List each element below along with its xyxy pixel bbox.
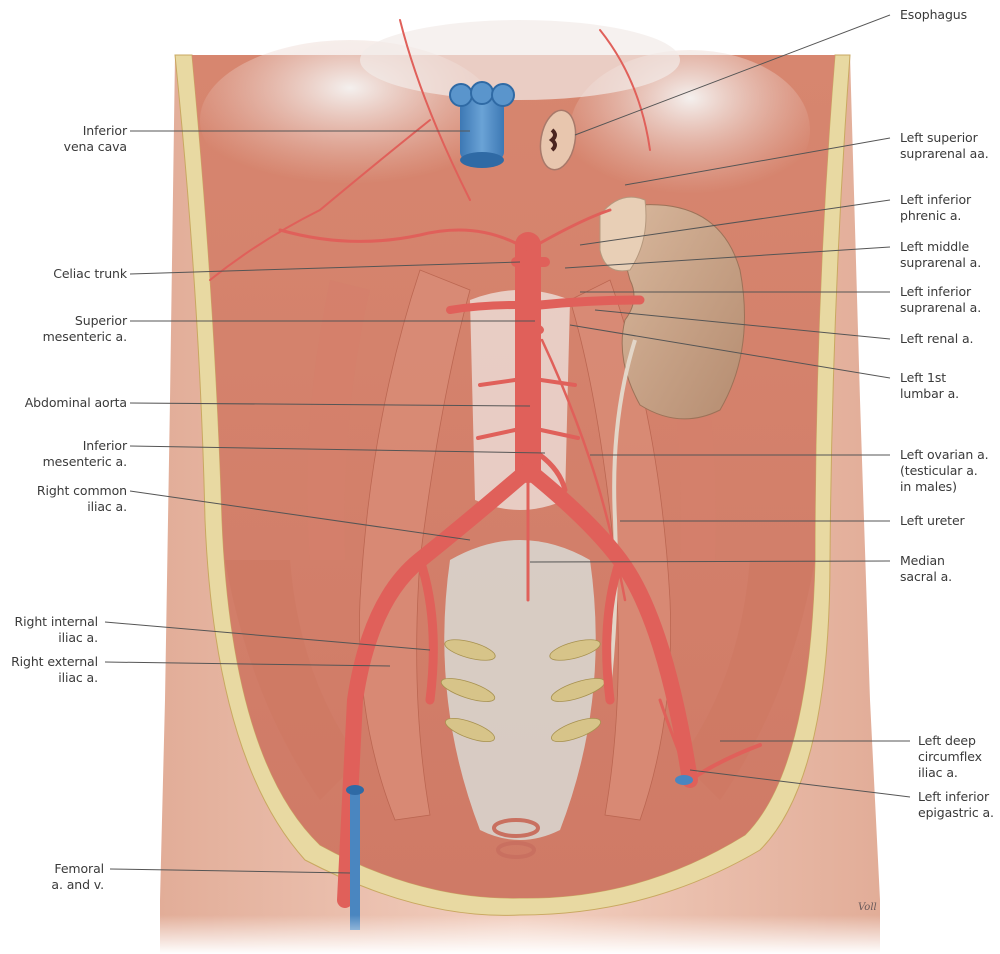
label-superior-mesenteric-a: Superior mesenteric a. <box>42 313 127 344</box>
label-abdominal-aorta: Abdominal aorta <box>24 395 127 410</box>
label-left-renal-a: Left renal a. <box>900 331 974 346</box>
label-left-inferior-epigastric-a: Left inferior epigastric a. <box>918 789 994 820</box>
label-inferior-vena-cava: Inferior vena cava <box>63 123 127 154</box>
label-left-middle-suprarenal-a: Left middle suprarenal a. <box>900 239 982 270</box>
label-left-deep-circumflex-iliac-a: Left deep circumflex iliac a. <box>918 733 982 780</box>
label-right-common-iliac-a: Right common iliac a. <box>36 483 127 514</box>
femoral-vein <box>346 775 693 930</box>
arterial-tree <box>209 19 762 908</box>
label-left-inferior-suprarenal-a: Left inferior suprarenal a. <box>900 284 982 315</box>
label-right-internal-iliac-a: Right internal iliac a. <box>14 614 99 645</box>
label-left-ovarian-a: Left ovarian a. (testicular a. in males) <box>900 447 989 494</box>
label-left-1st-lumbar-a: Left 1st lumbar a. <box>900 370 960 401</box>
left-ureter-vessel <box>608 339 637 681</box>
label-median-sacral-a: Median sacral a. <box>900 553 953 584</box>
artist-signature: Voll <box>858 902 877 913</box>
label-left-inferior-phrenic-a: Left inferior phrenic a. <box>900 192 972 223</box>
label-left-ureter: Left ureter <box>900 513 965 528</box>
leader-lines <box>104 14 911 874</box>
label-esophagus: Esophagus <box>900 7 968 22</box>
label-celiac-trunk: Celiac trunk <box>53 266 127 281</box>
label-left-superior-suprarenal-aa: Left superior suprarenal aa. <box>900 130 989 161</box>
esophagus-vessel <box>539 109 577 171</box>
posterior-abdominal-wall <box>192 20 835 899</box>
inferior-vena-cava-vessel <box>449 81 515 168</box>
label-femoral-a-and-v: Femoral a. and v. <box>51 861 104 892</box>
label-inferior-mesenteric-a: Inferior mesenteric a. <box>42 438 127 469</box>
label-right-external-iliac-a: Right external iliac a. <box>11 654 98 685</box>
